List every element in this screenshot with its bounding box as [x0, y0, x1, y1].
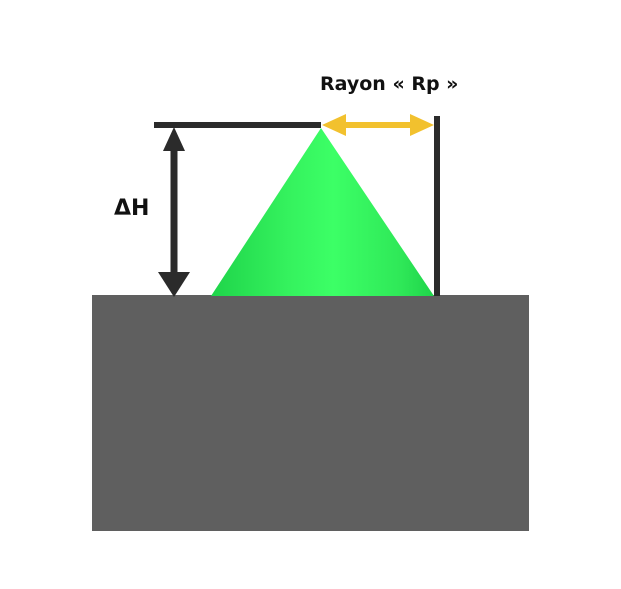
height-arrow-icon — [158, 127, 190, 297]
height-label: ΔH — [114, 196, 149, 221]
radius-arrow-icon — [322, 114, 434, 136]
cone-shape — [211, 128, 434, 296]
radius-label: Rayon « Rp » — [320, 73, 458, 95]
base-block — [92, 295, 529, 531]
